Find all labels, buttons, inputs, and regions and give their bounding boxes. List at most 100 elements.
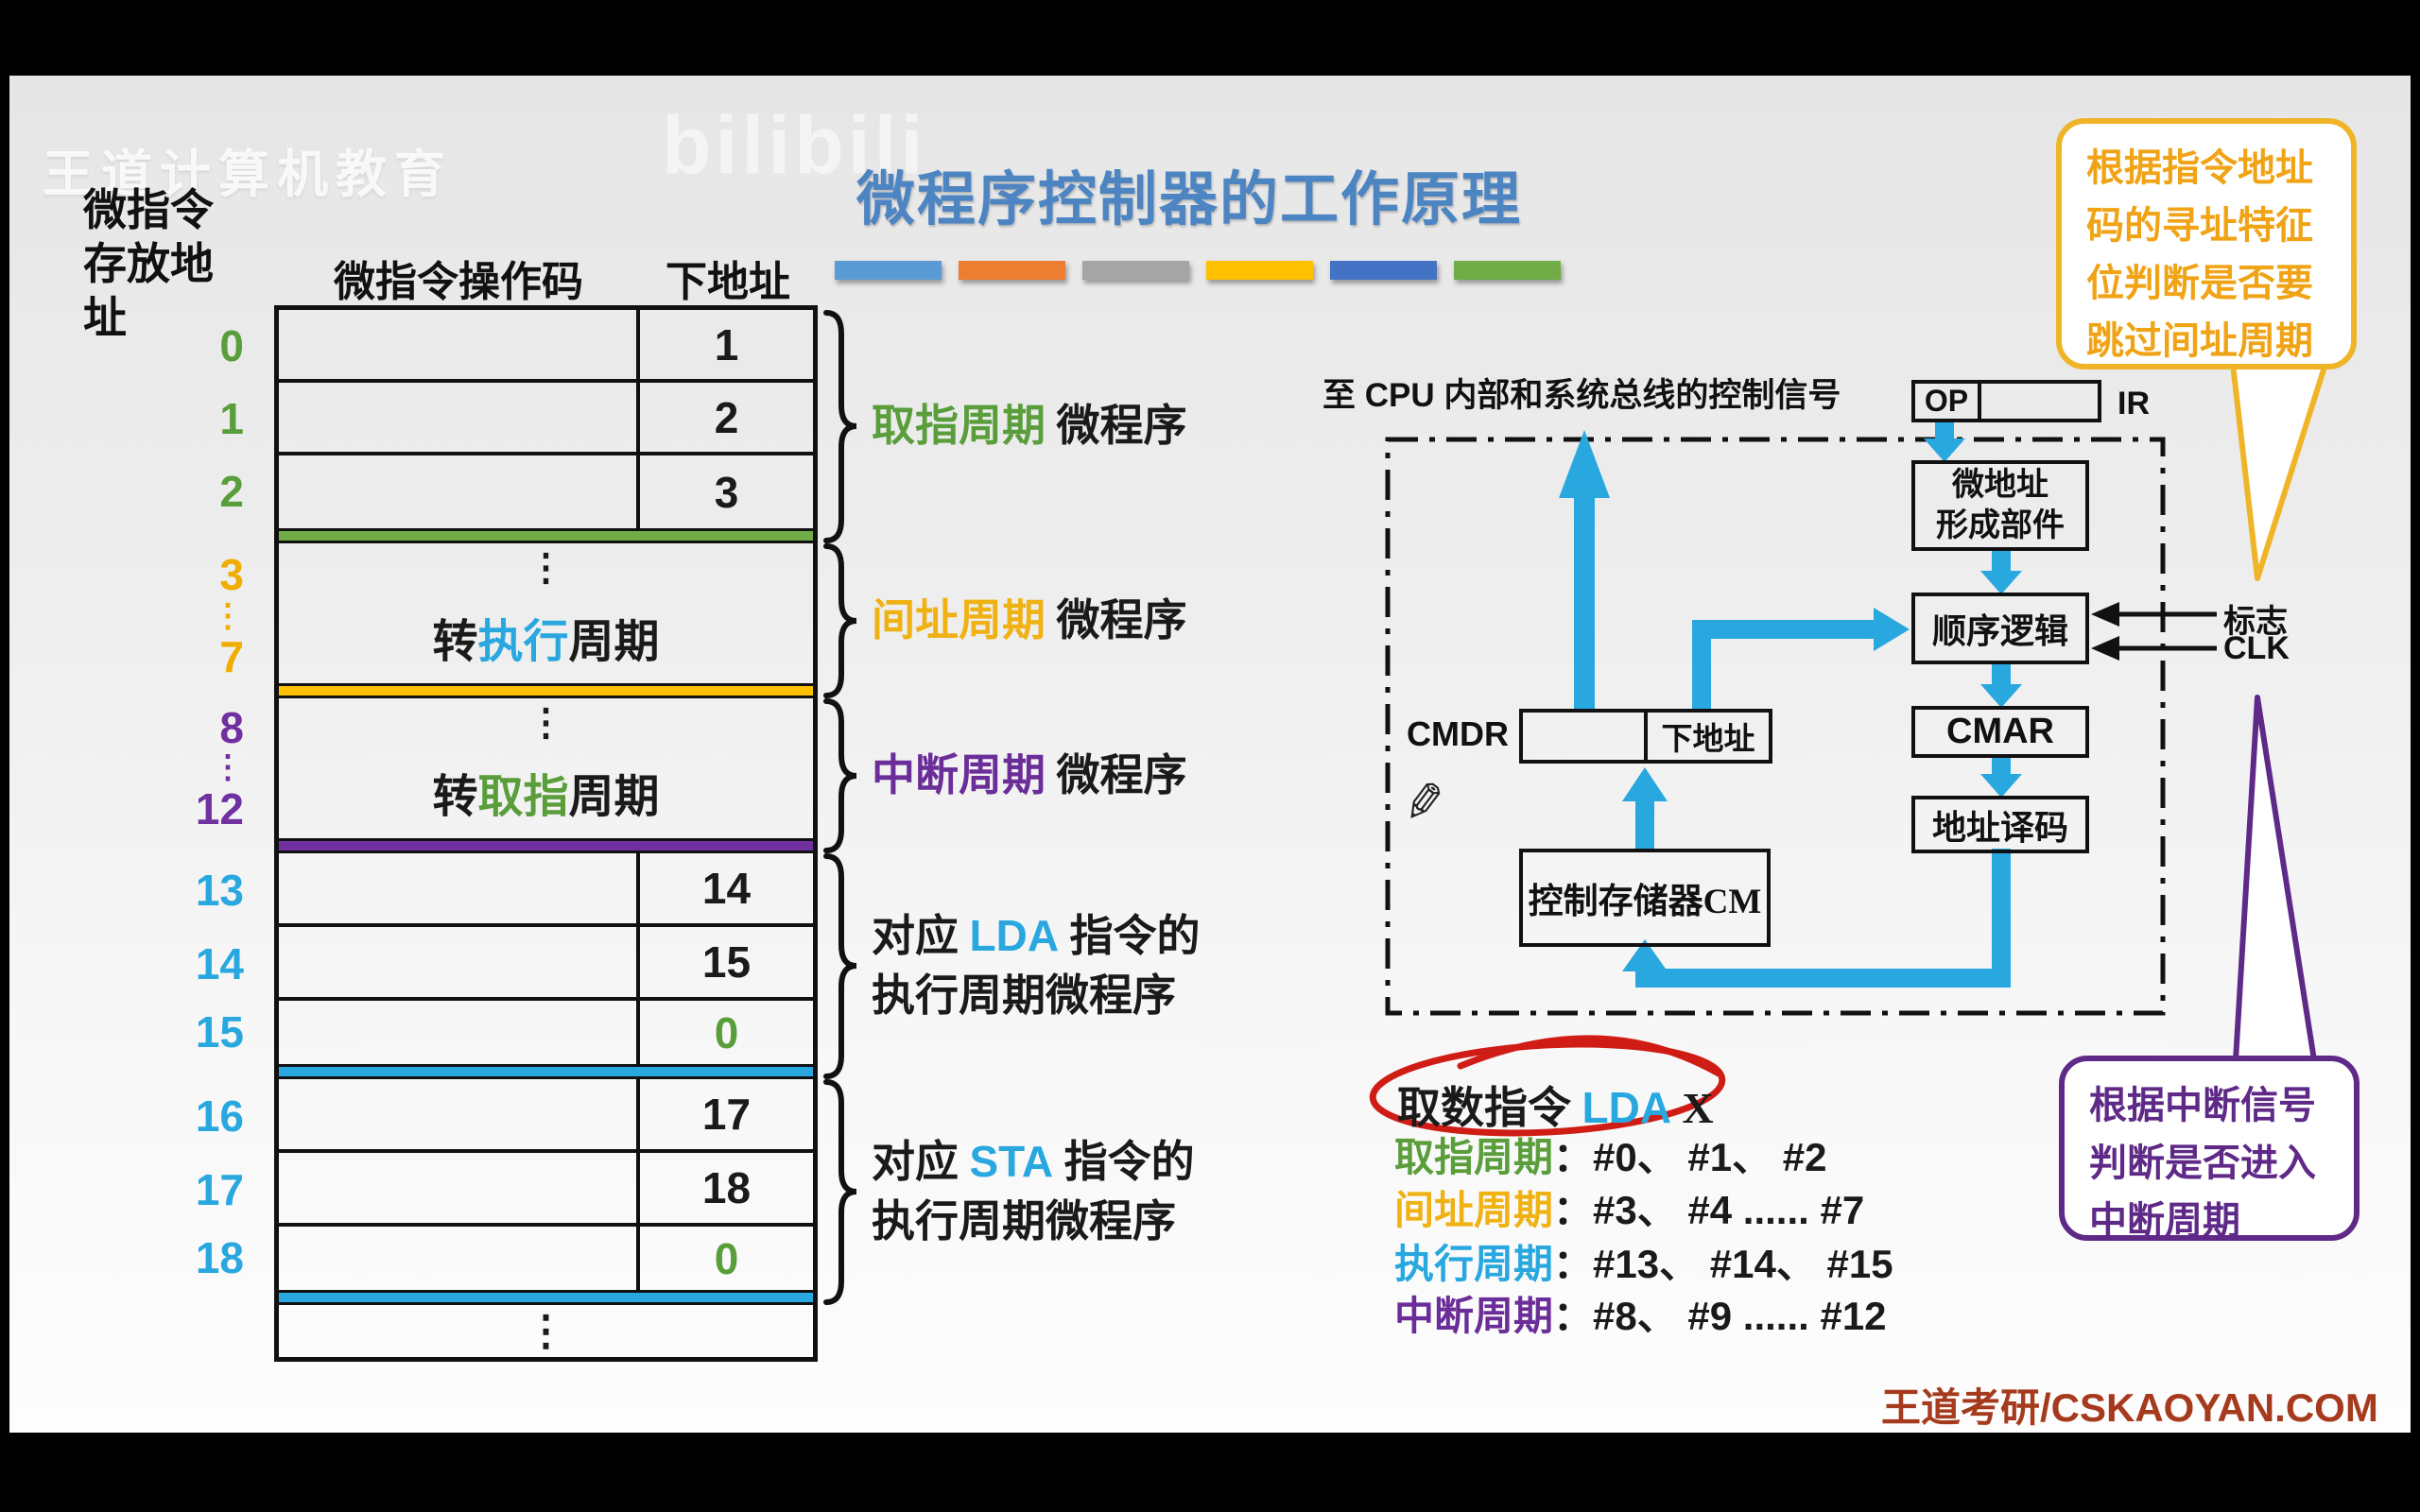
section-separator-green — [279, 528, 813, 543]
instr-operand: X — [1671, 1084, 1714, 1132]
jump-colored: 取指 — [477, 772, 569, 822]
next-address-value: 15 — [636, 927, 813, 997]
cycle-line-execute: 执行周期：#13、 #14、 #15 — [1394, 1241, 1893, 1288]
watermark-wangdao: 王道计算机教育 — [43, 146, 453, 203]
section-separator-blue — [279, 1290, 813, 1305]
address-decoder: 地址译码 — [1911, 796, 2089, 853]
next-address-value: 0 — [636, 1001, 813, 1064]
ir-label: IR — [2118, 386, 2150, 421]
row-address: 8 — [219, 703, 244, 752]
next-address-value: 14 — [636, 853, 813, 923]
row-address: 2 — [219, 467, 244, 516]
jump-to-execute-text: 转执行周期 — [432, 604, 659, 670]
text: 指令的 — [1053, 1138, 1195, 1186]
row-address: 1 — [219, 394, 244, 443]
label-sta-line2: 执行周期微程序 — [872, 1197, 1176, 1246]
table-row: 0 — [279, 1001, 813, 1064]
jump-post: 周期 — [568, 772, 660, 822]
bar-dark-blue — [1330, 261, 1437, 280]
next-address-value: 1 — [636, 310, 813, 379]
row-address: 13 — [195, 866, 244, 915]
cycle-label: 中断周期 — [1394, 1296, 1554, 1339]
text: 对应 — [872, 1138, 970, 1186]
lda-mnemonic: LDA — [969, 911, 1060, 960]
jump-colored: 执行 — [477, 617, 569, 667]
row-address: 17 — [195, 1165, 244, 1214]
cycle-line-fetch: 取指周期：#0、 #1、 #2 — [1394, 1134, 1827, 1181]
jump-post: 周期 — [568, 617, 660, 667]
cycle-rest: 微程序 — [1046, 402, 1187, 450]
section-separator-blue — [279, 1064, 813, 1079]
cycle-name: 中断周期 — [872, 751, 1046, 799]
yellow-callout: 根据指令地址 码的寻址特征 位判断是否要 跳过间址周期 — [2056, 118, 2357, 369]
text: 对应 — [872, 912, 970, 960]
row-address: 14 — [195, 939, 244, 988]
vertical-ellipsis: ⋮ — [527, 547, 565, 589]
next-address-field: 下地址 — [1644, 713, 1769, 760]
lda-mnemonic: LDA — [1582, 1083, 1672, 1132]
table-row: 3 — [279, 455, 813, 528]
opcode-column-header: 微指令操作码 — [334, 259, 583, 305]
label-fetch-cycle: 取指周期 微程序 — [872, 402, 1187, 451]
site-watermark: 王道考研/CSKAOYAN.COM — [1881, 1385, 2378, 1430]
flag-label: 标志 — [2223, 605, 2288, 640]
clk-label: CLK — [2223, 630, 2290, 666]
bar-green — [1454, 261, 1561, 280]
ir-register: OP — [1911, 380, 2101, 422]
sequence-logic: 顺序逻辑 — [1911, 593, 2089, 664]
instruction-line: 取数指令 LDA X — [1397, 1074, 1714, 1136]
row-address: 18 — [195, 1233, 244, 1282]
address-ellipsis: ⋮ — [212, 598, 244, 634]
cycle-label: 执行周期 — [1394, 1244, 1554, 1287]
row-address: 16 — [195, 1091, 244, 1141]
cmdr-label: CMDR — [1407, 714, 1509, 753]
ellipsis-row: ⋮ — [525, 1307, 567, 1354]
cycle-name: 间址周期 — [872, 596, 1046, 644]
table-row: 14 — [279, 853, 813, 927]
label-sta-line1: 对应 STA 指令的 — [872, 1137, 1195, 1186]
table-row: 2 — [279, 383, 813, 455]
pen-cursor-icon: ✎ — [1399, 772, 1450, 834]
label-interrupt-cycle: 中断周期 微程序 — [872, 751, 1187, 800]
next-address-column-header: 下地址 — [666, 259, 790, 305]
microinstruction-table: 1 2 3 ⋮ 转执行周期 ⋮ 转取指周期 14 15 0 17 18 0 ⋮ — [274, 305, 818, 1362]
next-address-value: 0 — [636, 1227, 813, 1290]
cycle-line-interrupt: 中断周期：#8、 #9 ...... #12 — [1394, 1293, 1887, 1340]
label-indirect-cycle: 间址周期 微程序 — [872, 596, 1187, 645]
label-lda-line2: 执行周期微程序 — [872, 971, 1176, 1020]
vertical-ellipsis: ⋮ — [527, 702, 565, 744]
page-title: 微程序控制器的工作原理 — [856, 168, 1522, 232]
jump-pre: 转 — [432, 772, 478, 822]
section-separator-purple — [279, 838, 813, 853]
cycle-line-indirect: 间址周期：#3、 #4 ...... #7 — [1394, 1187, 1864, 1234]
bar-orange — [959, 261, 1065, 280]
table-row: 18 — [279, 1153, 813, 1227]
table-row: 1 — [279, 310, 813, 383]
fetch-jump-row: ⋮ 转取指周期 — [279, 698, 813, 838]
next-address-value: 17 — [636, 1079, 813, 1149]
section-separator-yellow — [279, 683, 813, 698]
cycle-values: ：#13、 #14、 #15 — [1553, 1242, 1893, 1286]
text: 指令的 — [1059, 912, 1201, 960]
bar-blue — [835, 261, 942, 280]
cmar-register: CMAR — [1911, 706, 2089, 758]
top-letterbox — [0, 0, 2420, 76]
table-row: 15 — [279, 927, 813, 1001]
row-address: 15 — [195, 1007, 244, 1057]
address-ellipsis: ⋮ — [212, 749, 244, 785]
bar-gray — [1082, 261, 1189, 280]
jump-pre: 转 — [432, 617, 478, 667]
cycle-name: 取指周期 — [872, 402, 1046, 450]
exec-jump-row: ⋮ 转执行周期 — [279, 543, 813, 683]
next-address-value: 3 — [636, 455, 813, 528]
cycle-values: ：#0、 #1、 #2 — [1553, 1135, 1827, 1179]
control-memory: 控制存储器CM — [1519, 849, 1771, 947]
jump-to-fetch-text: 转取指周期 — [432, 759, 659, 825]
cycle-rest: 微程序 — [1046, 751, 1187, 799]
cycle-values: ：#8、 #9 ...... #12 — [1553, 1294, 1887, 1338]
cpu-bus-label: 至 CPU 内部和系统总线的控制信号 — [1322, 377, 1841, 414]
bottom-letterbox — [0, 1433, 2420, 1512]
micro-address-former: 微地址 形成部件 — [1911, 460, 2089, 551]
purple-callout: 根据中断信号 判断是否进入 中断周期 — [2059, 1056, 2360, 1242]
row-address: 0 — [219, 321, 244, 370]
